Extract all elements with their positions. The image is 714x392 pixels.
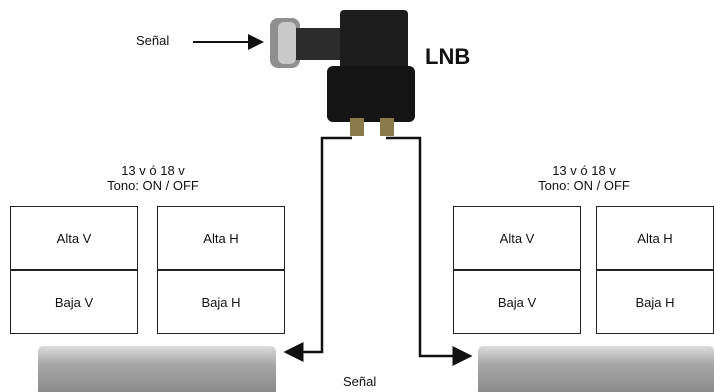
right-header-voltage: 13 v ó 18 v	[509, 163, 659, 178]
left-cell-alta-v: Alta V	[10, 206, 138, 270]
left-receiver	[38, 346, 276, 392]
lnb-label: LNB	[425, 44, 470, 70]
left-cell-alta-h: Alta H	[157, 206, 285, 270]
left-header: 13 v ó 18 v Tono: ON / OFF	[78, 163, 228, 193]
output-signal-label: Señal	[343, 374, 376, 389]
right-cell-baja-h: Baja H	[596, 270, 714, 334]
left-cell-baja-h: Baja H	[157, 270, 285, 334]
right-cell-alta-v: Alta V	[453, 206, 581, 270]
right-cell-baja-v: Baja V	[453, 270, 581, 334]
left-header-voltage: 13 v ó 18 v	[78, 163, 228, 178]
right-header: 13 v ó 18 v Tono: ON / OFF	[509, 163, 659, 193]
right-header-tone: Tono: ON / OFF	[509, 178, 659, 193]
right-cell-alta-h: Alta H	[596, 206, 714, 270]
right-receiver	[478, 346, 714, 392]
input-signal-label: Señal	[136, 33, 169, 48]
left-cell-baja-v: Baja V	[10, 270, 138, 334]
left-header-tone: Tono: ON / OFF	[78, 178, 228, 193]
